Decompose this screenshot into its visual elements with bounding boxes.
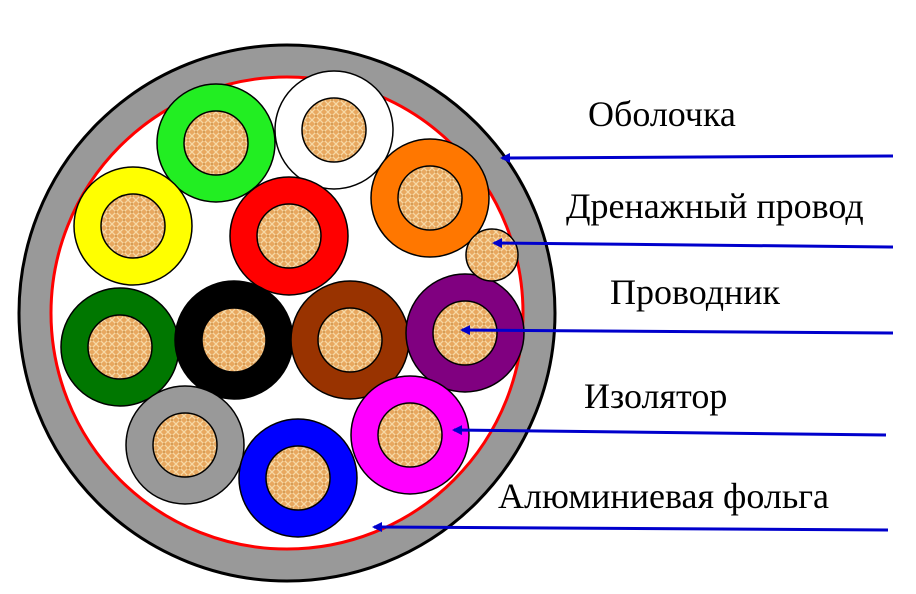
arrow-insulator (452, 425, 887, 437)
conductor-core-purple (432, 300, 498, 366)
arrow-conductor (460, 325, 894, 336)
wire-white (274, 70, 394, 190)
conductor-core-brown (317, 307, 383, 373)
wire-dark-green (60, 287, 180, 407)
label-insulator: Изолятор (584, 376, 728, 416)
wire-red (229, 176, 349, 296)
label-aluminum-foil: Алюминиевая фольга (498, 476, 829, 516)
conductor-core-dark-green (87, 314, 153, 380)
label-sheath: Оболочка (588, 94, 736, 134)
conductor-core-yellow (100, 193, 166, 259)
wire-purple (405, 273, 525, 393)
wire-gray (125, 385, 245, 505)
wire-brown (290, 280, 410, 400)
arrow-aluminum-foil (372, 522, 889, 533)
wire-yellow (73, 166, 193, 286)
conductor-core-green (183, 110, 249, 176)
wire-blue (238, 418, 358, 538)
arrow-drain-wire (492, 238, 894, 249)
wire-black (174, 280, 294, 400)
wire-orange (370, 138, 490, 258)
conductor-core-magenta (377, 402, 443, 468)
wire-magenta (350, 375, 470, 495)
conductor-core-gray (152, 412, 218, 478)
drain-wire (465, 228, 519, 282)
conductor-core-blue (265, 445, 331, 511)
conductor-core-white (301, 97, 367, 163)
wire-group (60, 70, 525, 538)
arrow-sheath (500, 152, 894, 163)
conductor-core-black (201, 307, 267, 373)
wire-green (156, 83, 276, 203)
conductor-core-orange (397, 165, 463, 231)
label-drain-wire: Дренажный провод (566, 186, 864, 226)
label-conductor: Проводник (610, 272, 781, 312)
conductor-core-red (256, 203, 322, 269)
